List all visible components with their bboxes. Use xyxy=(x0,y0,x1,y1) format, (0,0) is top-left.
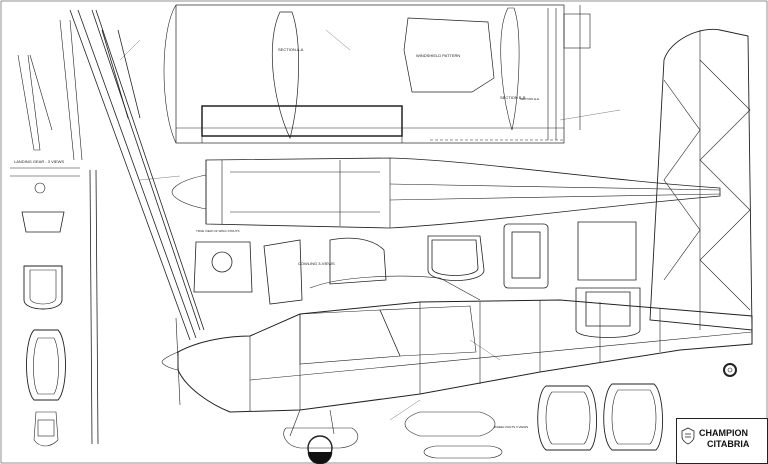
tailwheel-part xyxy=(33,411,59,447)
cowling-label: COWLING 3-VIEWS xyxy=(298,261,335,266)
title-line-1: CHAMPION xyxy=(699,428,748,438)
spinner-side xyxy=(161,351,179,371)
logo-icon xyxy=(681,427,695,445)
landing-gear-views xyxy=(10,19,83,447)
section-e-label: SECTION E-E xyxy=(520,97,540,101)
cowling-front xyxy=(193,241,253,293)
gear-fairing-1 xyxy=(21,211,65,233)
wing-struts-label: TRUE VIEW OF WING STRUTS xyxy=(196,229,240,233)
fin-and-rudder xyxy=(649,28,753,377)
tailwheel xyxy=(723,363,737,377)
wing-struts xyxy=(69,9,205,445)
spinner-top xyxy=(171,174,207,210)
windshield-pattern xyxy=(403,17,495,93)
fuselage-top-view xyxy=(171,157,721,229)
title-line-2: CITABRIA xyxy=(707,439,750,449)
section-a-airfoil xyxy=(271,11,299,140)
gear-fairing-2 xyxy=(23,265,63,310)
section-b-label: SECTION B-B xyxy=(500,95,526,100)
windshield-label: WINDSHIELD PATTERN xyxy=(416,53,461,58)
formers xyxy=(193,221,641,338)
wheel-pant-top xyxy=(26,329,66,401)
wheel-pant-side xyxy=(283,427,359,449)
bottom-parts xyxy=(404,383,664,459)
wheel-pants-label: WHEEL PANTS 3 VIEWS xyxy=(494,425,529,429)
wing-planform xyxy=(163,4,591,144)
title-block: CHAMPION CITABRIA xyxy=(676,418,768,464)
landing-gear-label: LANDING GEAR - 3 VIEWS xyxy=(14,159,65,164)
fuselage-side-view xyxy=(161,275,753,464)
section-a-label: SECTION A-A xyxy=(278,47,304,52)
section-b-airfoil xyxy=(500,7,520,131)
leader-lines xyxy=(119,29,621,421)
